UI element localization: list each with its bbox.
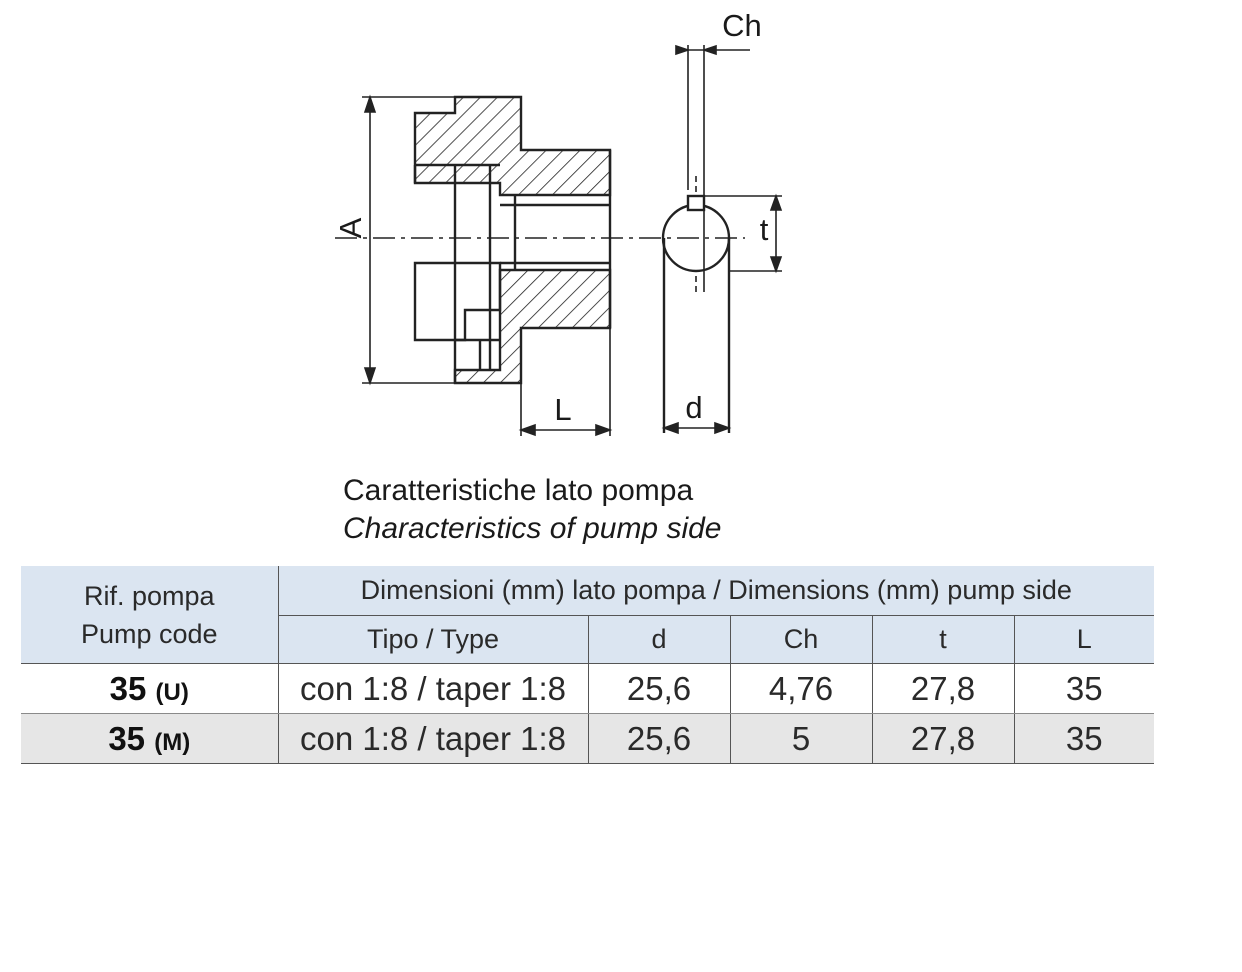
pump-code-suffix: (U) — [155, 678, 189, 706]
dimension-t-label: t — [760, 212, 769, 247]
drawing-caption: Caratteristiche lato pompa Characteristi… — [343, 472, 722, 548]
dimension-a — [362, 94, 455, 386]
cell-d: 25,6 — [588, 713, 731, 764]
header-type: Tipo / Type — [278, 615, 589, 664]
coupling-technical-drawing: A L d — [320, 0, 800, 445]
header-pump-code-italian: Rif. pompa — [83, 580, 215, 611]
dimension-l — [518, 328, 613, 437]
cell-type: con 1:8 / taper 1:8 — [278, 713, 589, 764]
dimension-a-label: A — [333, 217, 368, 238]
cell-t: 27,8 — [872, 713, 1015, 764]
cell-d: 25,6 — [588, 663, 731, 714]
coupling-drawing-svg: A L d — [333, 8, 783, 437]
cell-t: 27,8 — [872, 663, 1015, 714]
cell-pump-code: 35 (M) — [21, 713, 279, 764]
header-dimensions-group: Dimensioni (mm) lato pompa / Dimensions … — [278, 566, 1155, 616]
pump-code-number: 35 — [109, 669, 147, 707]
header-ch: Ch — [730, 615, 873, 664]
dimension-l-label: L — [554, 392, 571, 427]
table-row: 35 (M) con 1:8 / taper 1:8 25,6 5 27,8 3… — [21, 713, 1155, 764]
cell-type: con 1:8 / taper 1:8 — [278, 663, 589, 714]
cell-l: 35 — [1014, 663, 1155, 714]
caption-italian: Caratteristiche lato pompa — [343, 474, 694, 507]
header-pump-code: Rif. pompa Pump code — [21, 566, 279, 664]
pump-code-suffix: (M) — [154, 728, 191, 756]
cell-ch: 4,76 — [730, 663, 873, 714]
pump-code-number: 35 — [108, 719, 146, 757]
dimension-t — [704, 193, 783, 274]
header-pump-code-english: Pump code — [80, 618, 218, 649]
coupling-section-view — [413, 95, 612, 385]
dimension-d-label: d — [685, 390, 702, 425]
table-subheader-row: Tipo / Type d Ch t L — [21, 615, 1155, 664]
cell-ch: 5 — [730, 713, 873, 764]
caption-english: Characteristics of pump side — [343, 512, 722, 545]
header-d: d — [588, 615, 731, 664]
dimension-d — [661, 421, 732, 435]
table-header-row: Rif. pompa Pump code Dimensioni (mm) lat… — [21, 566, 1155, 664]
header-l: L — [1014, 615, 1155, 664]
cell-l: 35 — [1014, 713, 1155, 764]
pump-side-dimensions-table: Rif. pompa Pump code Dimensioni (mm) lat… — [21, 566, 1155, 764]
dimension-ch — [675, 44, 750, 295]
table-row: 35 (U) con 1:8 / taper 1:8 25,6 4,76 27,… — [21, 663, 1155, 714]
cell-pump-code: 35 (U) — [21, 663, 279, 714]
header-t: t — [872, 615, 1015, 664]
dimension-ch-label: Ch — [722, 8, 762, 43]
